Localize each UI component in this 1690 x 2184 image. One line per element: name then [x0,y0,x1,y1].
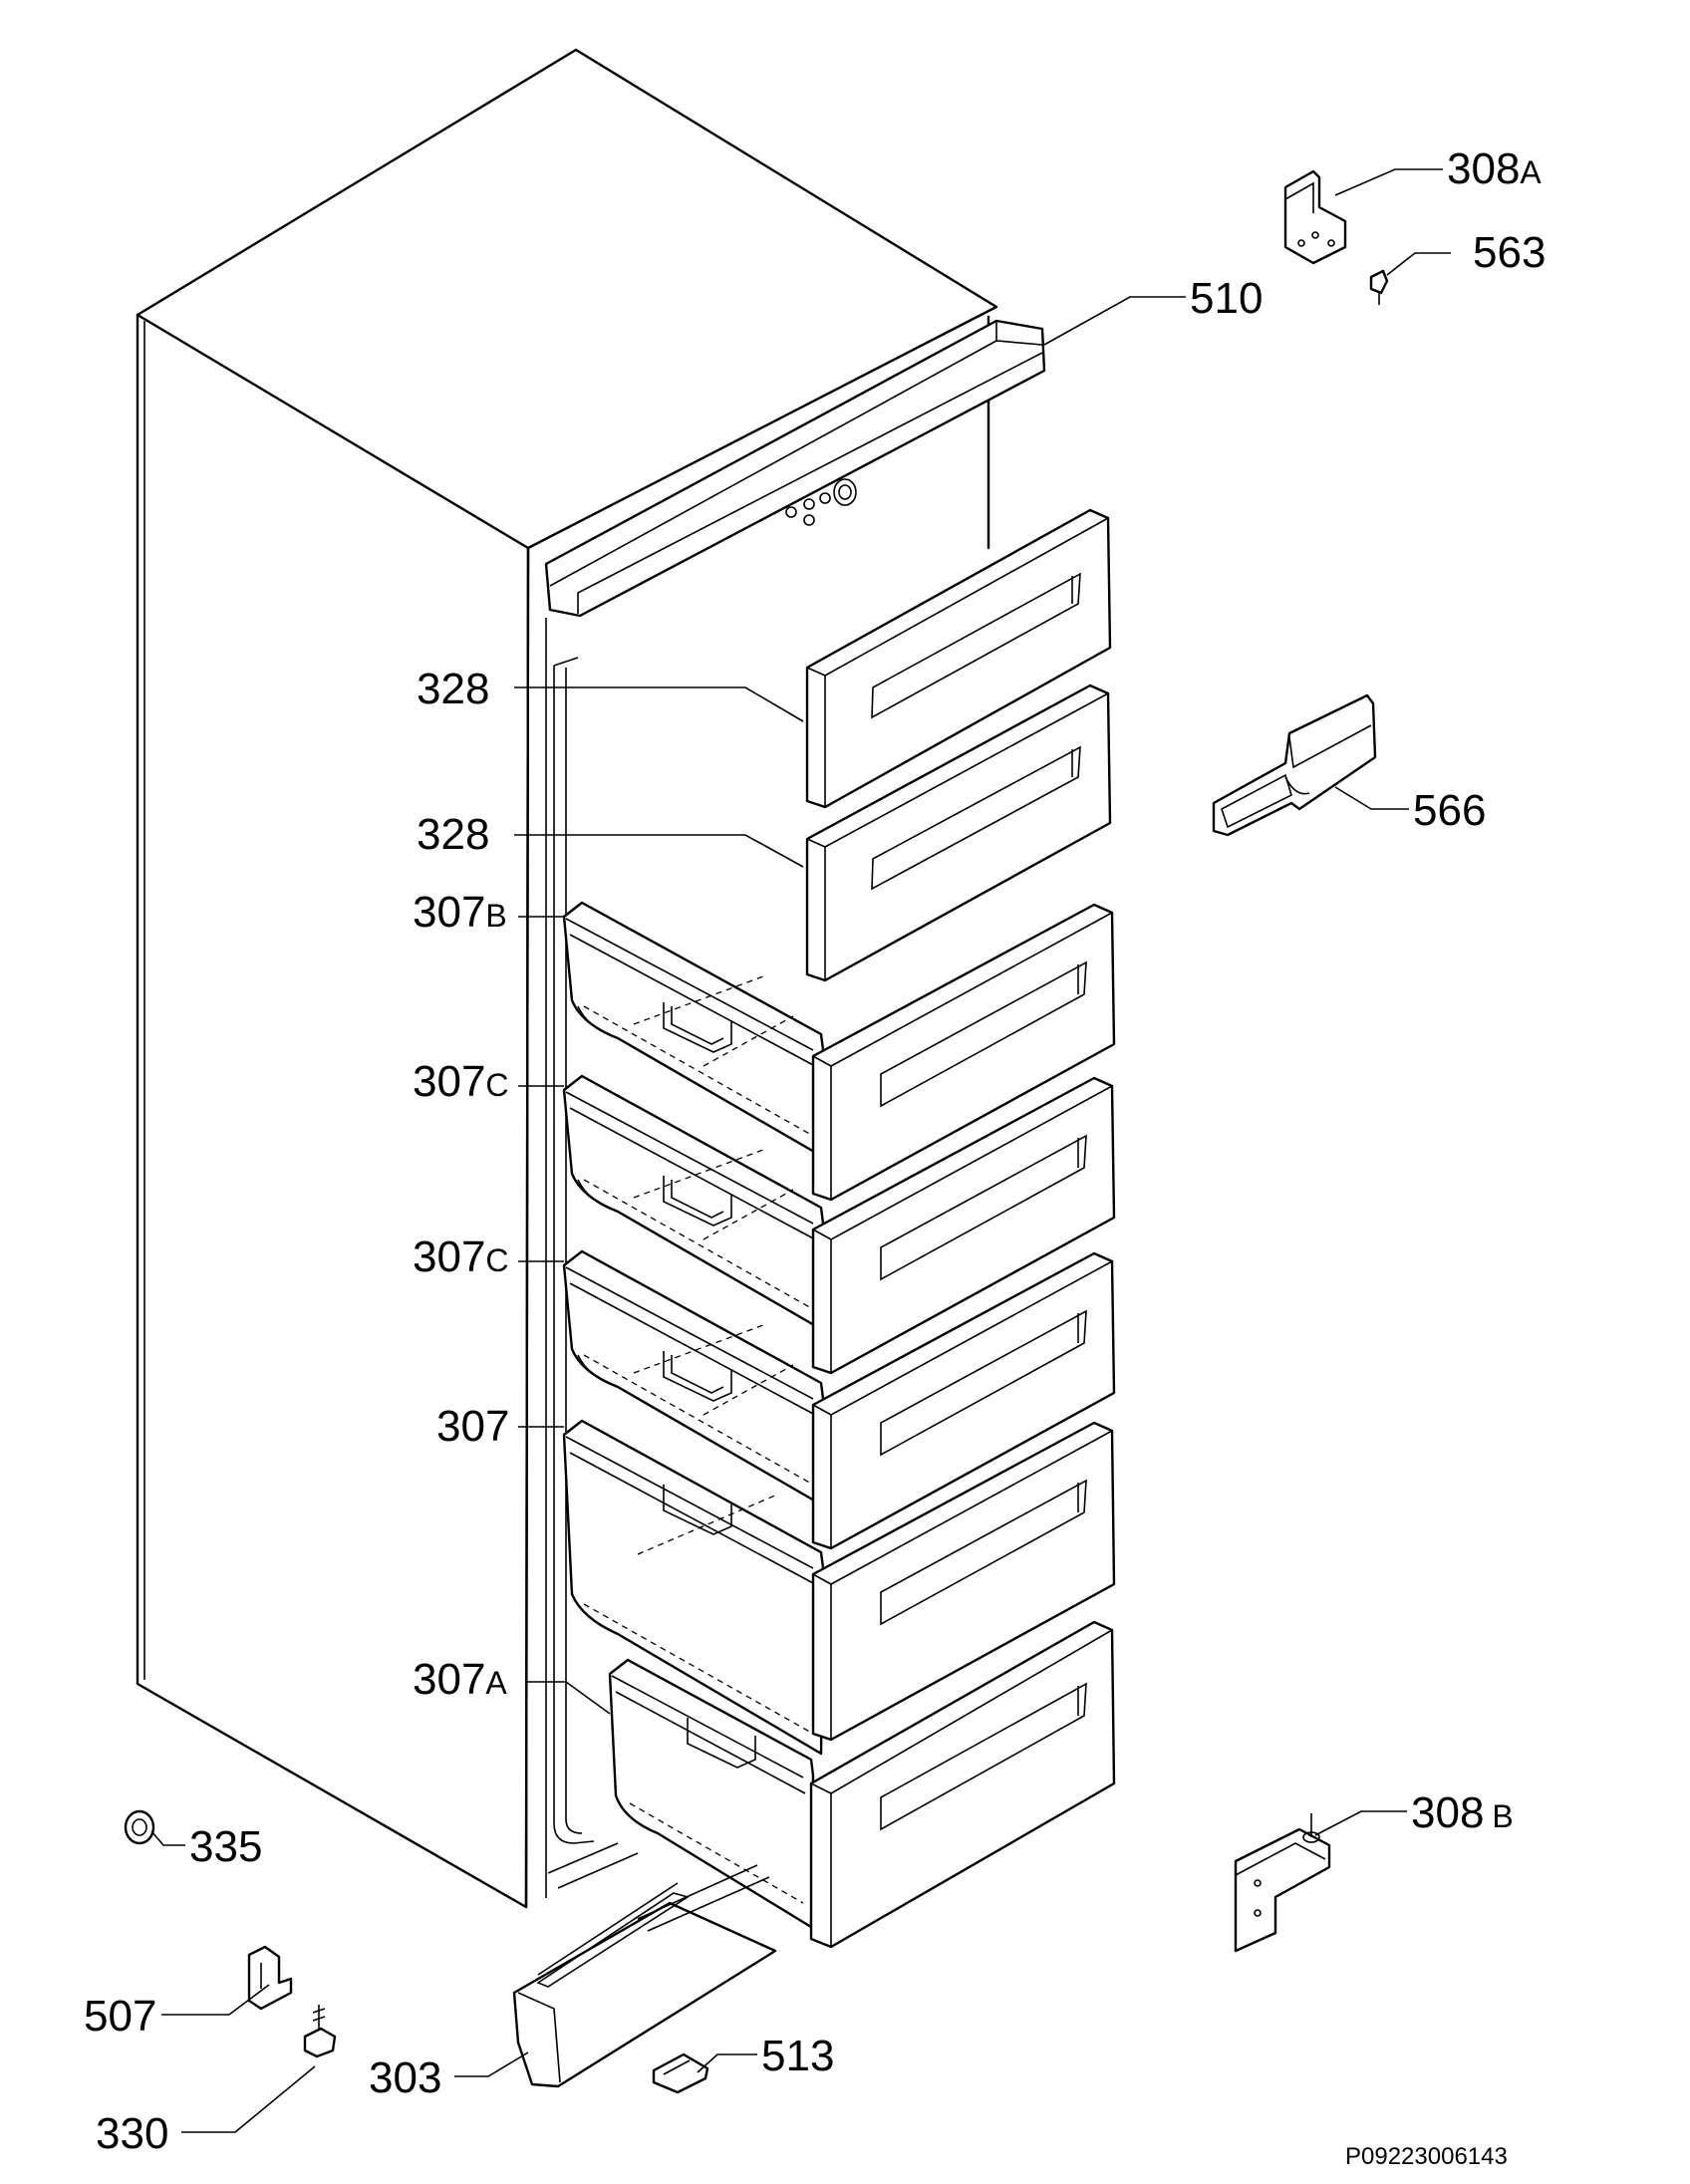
drawing-code: P09223006143 [1345,2143,1508,2170]
hinge-308A [1283,169,1347,265]
plinth-303 [512,1864,777,2088]
label-510: 510 [1190,274,1263,323]
label-330: 330 [96,2109,168,2158]
label-307: 307 [436,1402,509,1451]
label-328-upper: 328 [417,665,489,713]
hinge-308B [1234,1813,1331,1953]
label-308A: 308A [1447,144,1542,193]
label-307B: 307B [413,888,507,937]
part-labels: 308A 563 510 328 328 566 307B 307C 307C … [84,144,1546,2170]
drawer-307-large [562,1419,1116,1756]
label-307C-upper: 307C [413,1057,509,1106]
label-307C-lower: 307C [413,1232,509,1281]
control-panel [544,319,1046,618]
label-507: 507 [84,1992,156,2041]
label-563: 563 [1473,228,1546,277]
label-566: 566 [1413,786,1486,835]
label-303: 303 [369,2053,441,2102]
flap-328-lower [805,683,1112,982]
label-335: 335 [189,1822,262,1871]
flap-328-upper [805,508,1112,809]
hinge-cover-566 [1212,693,1377,837]
screw-563 [1369,269,1389,305]
foot-screw-330 [303,2005,337,2058]
grille-513 [652,2052,709,2094]
leader-lines [150,168,1451,2133]
label-307A: 307A [413,1655,507,1704]
label-513: 513 [761,2032,834,2080]
clip-507 [247,1945,293,2011]
foot-335 [124,1809,155,1845]
label-328-lower: 328 [417,810,489,859]
drawer-307A-bottom [608,1620,1116,1949]
